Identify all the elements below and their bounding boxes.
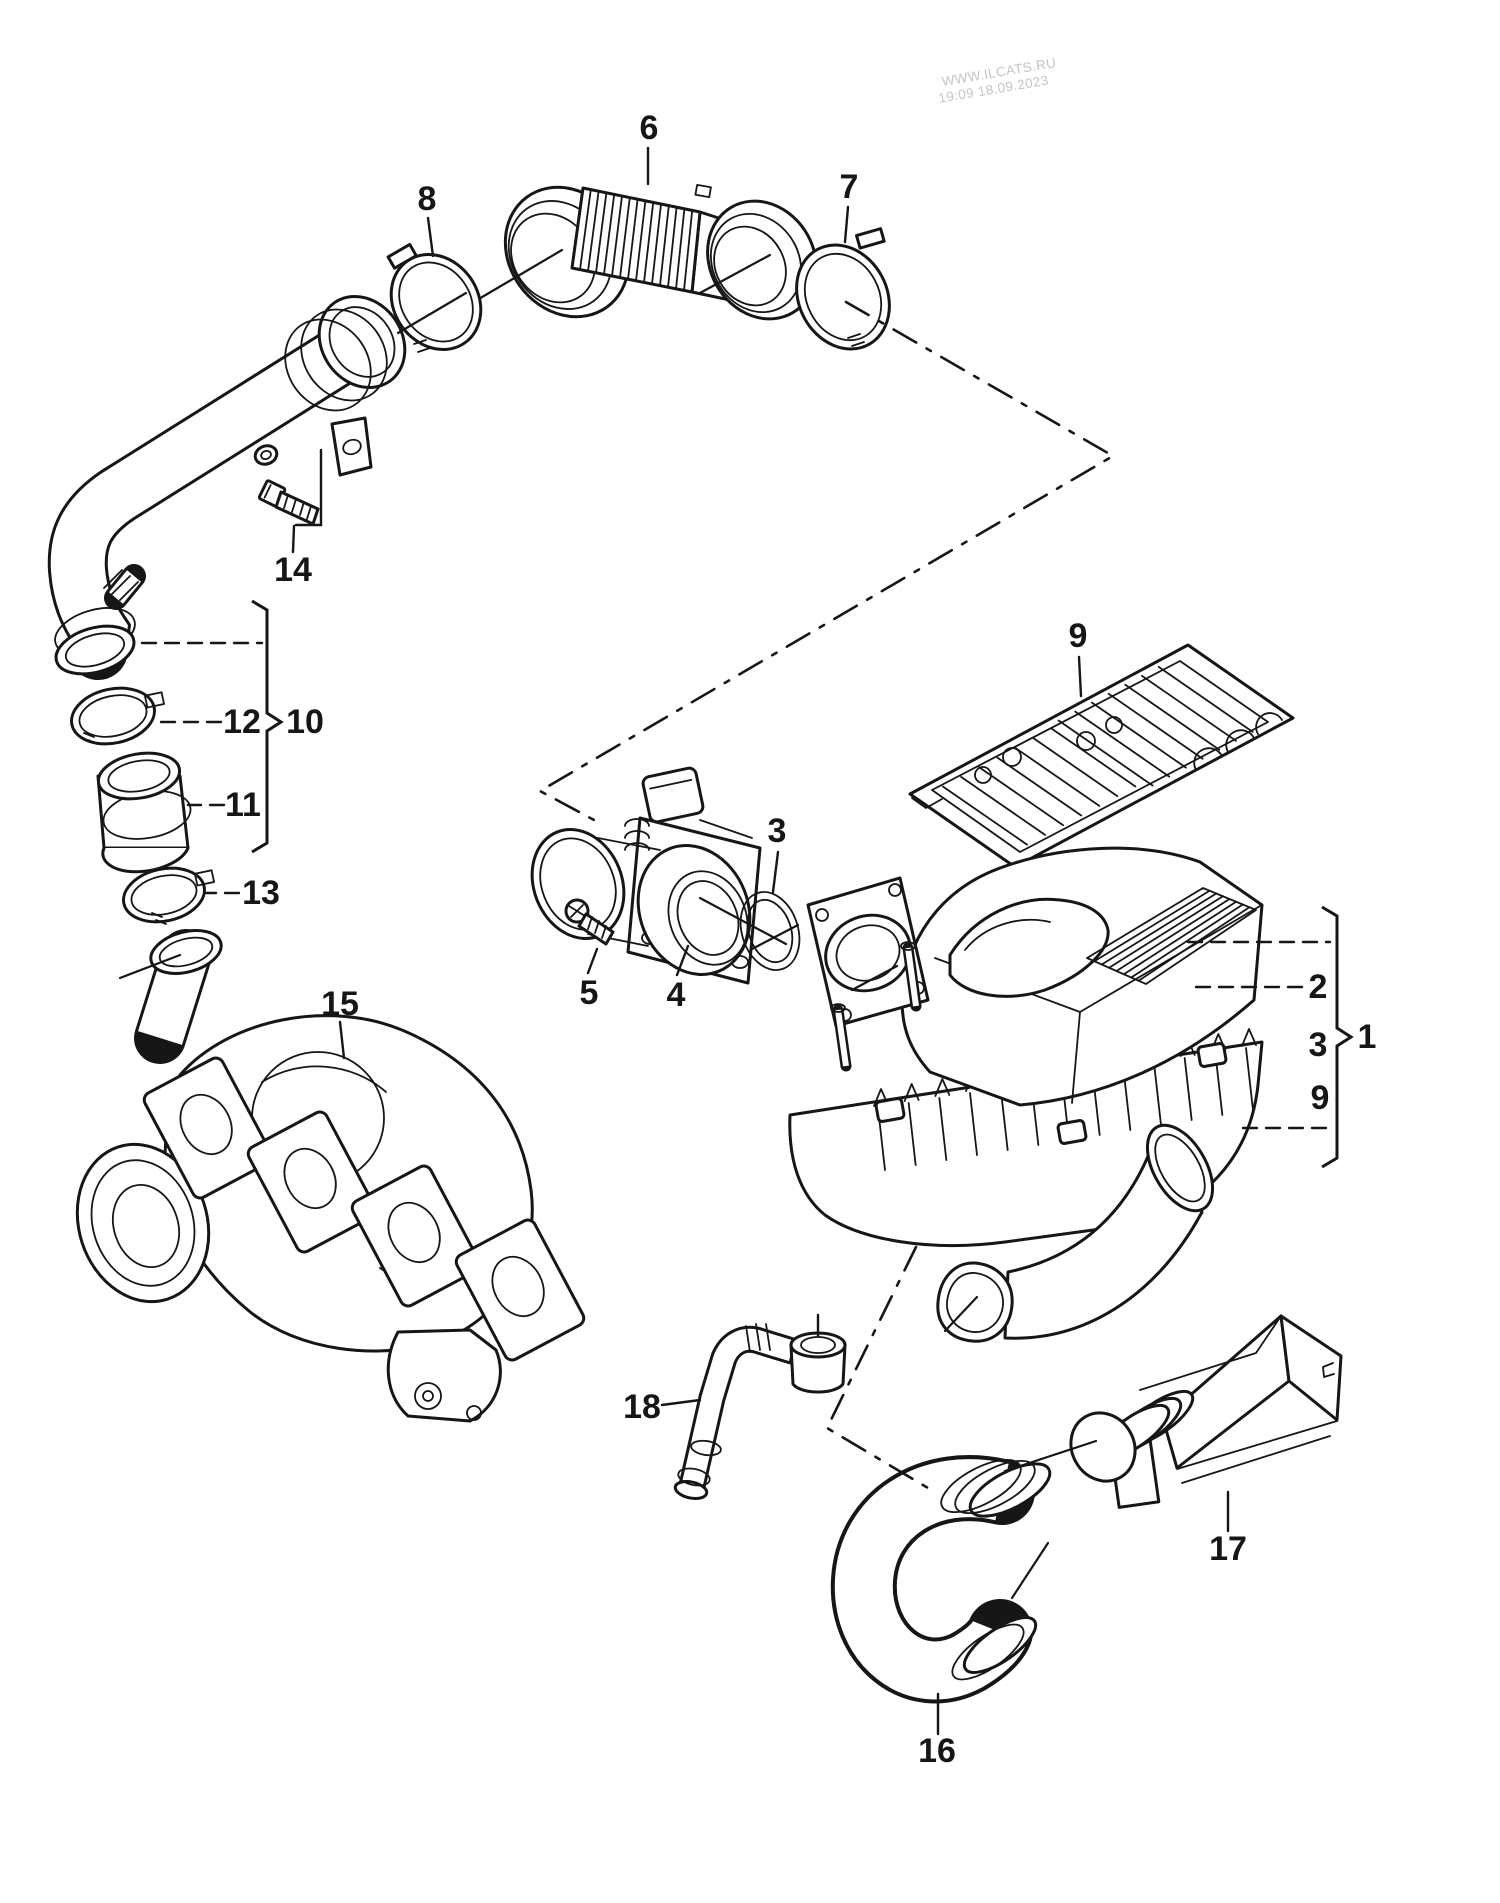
part-callout-1: 1 xyxy=(1358,1018,1377,1056)
part-air-mass-meter-drawing xyxy=(530,766,788,985)
right-group-bracket xyxy=(1321,905,1354,1169)
part-intake-elbow-drawing xyxy=(830,1455,1052,1704)
leader-line-18 xyxy=(660,1398,702,1407)
part-callout-4: 4 xyxy=(667,976,686,1014)
part-callout-9: 9 xyxy=(1311,1079,1330,1117)
part-clamp-8-drawing xyxy=(386,242,483,353)
part-vent-hose-drawing xyxy=(673,1313,847,1501)
leader-line-15 xyxy=(338,1020,346,1060)
leader-line-8 xyxy=(426,216,435,258)
part-clamp-12-drawing xyxy=(70,686,165,746)
part-callout-6: 6 xyxy=(640,109,659,147)
part-charge-pipe-drawing xyxy=(47,294,407,680)
part-callout-10: 10 xyxy=(286,703,324,741)
assembly-line-0 xyxy=(537,300,1116,822)
assembly-line-1 xyxy=(825,1245,935,1493)
part-callout-15: 15 xyxy=(321,985,359,1023)
part-callout-2: 2 xyxy=(1309,968,1328,1006)
part-air-cleaner-housing-drawing xyxy=(788,846,1264,1343)
part-callout-8: 8 xyxy=(418,180,437,218)
part-callout-9: 9 xyxy=(1069,617,1088,655)
part-o-ring-drawing xyxy=(739,891,801,971)
part-callout-16: 16 xyxy=(918,1732,956,1770)
part-filter-element-drawing xyxy=(908,643,1295,869)
leader-line-14 xyxy=(291,524,296,554)
leader-line-5 xyxy=(586,947,599,975)
part-callout-3: 3 xyxy=(768,812,787,850)
part-callout-7: 7 xyxy=(840,168,859,206)
part-callout-13: 13 xyxy=(242,874,280,912)
part-clamp-7-drawing xyxy=(795,227,891,351)
part-clamp-13-drawing xyxy=(122,866,215,925)
leader-line-4 xyxy=(675,944,690,977)
part-callout-5: 5 xyxy=(580,974,599,1012)
part-bolt-drawing xyxy=(257,479,320,526)
part-callout-11: 11 xyxy=(225,786,261,824)
leader-line-7 xyxy=(843,205,850,244)
part-callout-3: 3 xyxy=(1309,1026,1328,1064)
leader-line-aux-3 xyxy=(294,448,323,527)
part-screw-drawing xyxy=(564,898,615,946)
leader-line-9 xyxy=(1077,655,1083,698)
part-callout-17: 17 xyxy=(1209,1530,1247,1568)
part-callout-18: 18 xyxy=(623,1388,661,1426)
left-group-bracket xyxy=(251,599,284,854)
part-callout-12: 12 xyxy=(223,703,261,741)
part-air-duct-drawing xyxy=(1003,1314,1343,1509)
part-corrugated-hose-drawing xyxy=(470,183,818,321)
part-hose-11-drawing xyxy=(96,751,192,874)
part-turbocharger-drawing xyxy=(75,929,586,1423)
part-callout-14: 14 xyxy=(274,551,312,589)
leader-line-3 xyxy=(771,850,780,894)
